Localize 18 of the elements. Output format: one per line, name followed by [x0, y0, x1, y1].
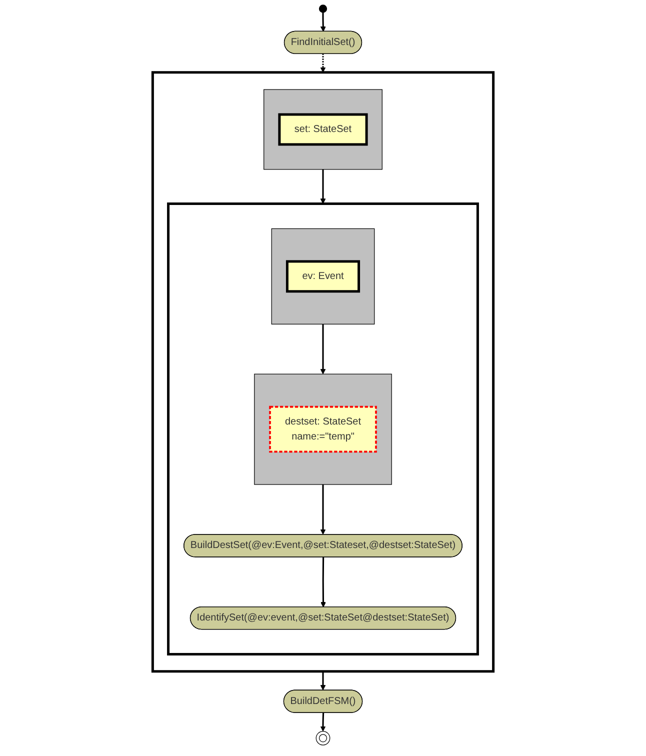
arrow	[320, 484, 326, 535]
node-box: set: StateSet	[278, 113, 368, 146]
arrow	[320, 12, 326, 32]
arrow	[320, 557, 326, 608]
arrow	[320, 324, 326, 374]
arrow	[320, 712, 326, 732]
arrow	[320, 169, 326, 204]
cluster	[254, 374, 392, 485]
cluster	[271, 228, 375, 324]
node-box: ev: Event	[286, 260, 360, 293]
node-box: destset: StateSet name:="temp"	[269, 406, 377, 453]
node-circle	[318, 4, 328, 13]
cluster	[151, 71, 495, 673]
node-circle	[316, 730, 330, 746]
cluster	[264, 89, 382, 170]
arrow	[320, 54, 326, 73]
cluster	[167, 202, 479, 656]
arrow	[320, 671, 326, 690]
